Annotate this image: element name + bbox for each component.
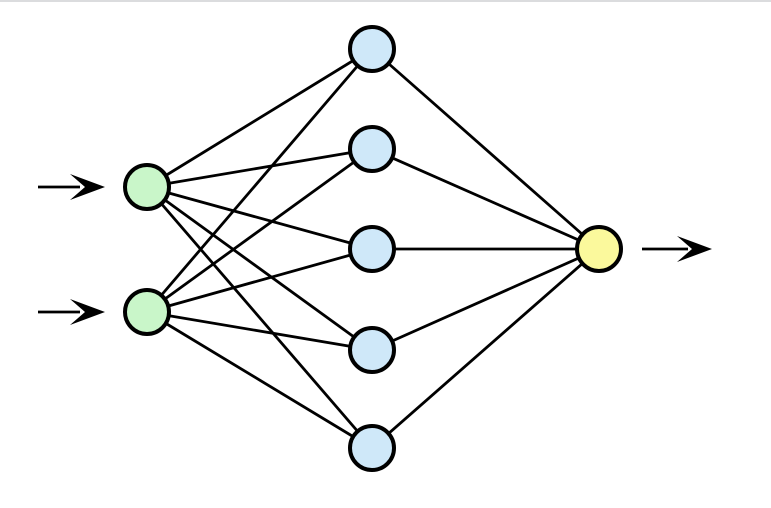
input-to-hidden-edge — [146, 310, 373, 352]
hidden-to-output-edge — [371, 247, 600, 450]
hidden-node — [348, 326, 396, 374]
input-arrow-bottom-head-icon — [70, 299, 105, 325]
hidden-node — [348, 225, 396, 273]
input-to-hidden-edge — [146, 147, 373, 314]
input-to-hidden-edge — [146, 310, 373, 450]
window-top-border — [0, 0, 771, 2]
input-to-hidden-edge — [146, 185, 373, 251]
input-to-hidden-edge — [145, 186, 374, 449]
input-to-hidden-edge — [146, 247, 373, 314]
hidden-to-output-edge — [371, 247, 600, 352]
input-to-hidden-edge — [146, 147, 373, 189]
input-to-hidden-edge — [146, 185, 373, 352]
output-arrow-head-icon — [677, 236, 712, 262]
input-node — [123, 288, 171, 336]
output-node — [575, 225, 623, 273]
hidden-to-output-edge — [371, 147, 600, 251]
hidden-node — [348, 25, 396, 73]
input-to-hidden-edge — [145, 48, 374, 313]
hidden-to-output-edge — [371, 47, 600, 251]
hidden-node — [348, 424, 396, 472]
input-to-hidden-edge — [146, 47, 373, 189]
input-arrow-top-head-icon — [70, 174, 105, 200]
hidden-node — [348, 125, 396, 173]
input-node — [123, 163, 171, 211]
